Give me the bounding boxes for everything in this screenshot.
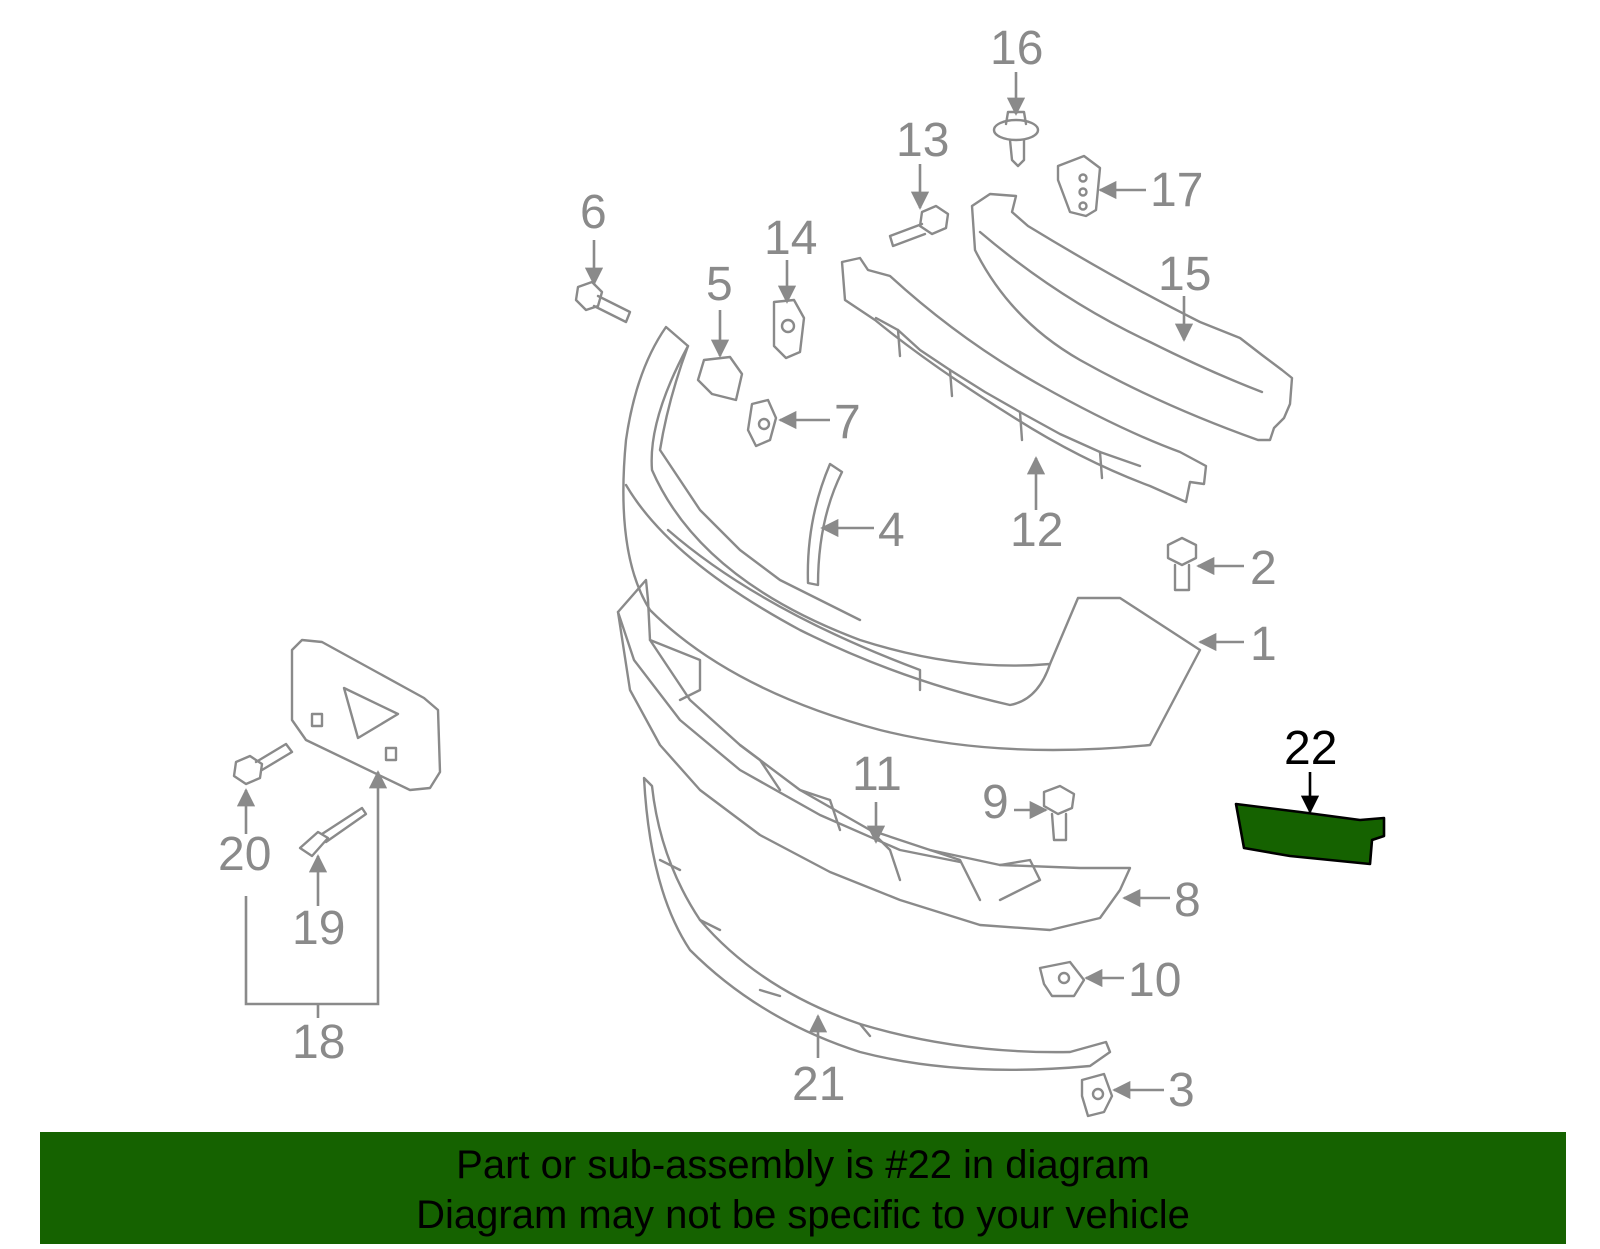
part-22-shape bbox=[1234, 802, 1386, 866]
callout-3: 3 bbox=[1168, 1064, 1195, 1117]
bolt-9 bbox=[1042, 784, 1076, 842]
callout-22: 22 bbox=[1284, 722, 1337, 775]
bolt-6 bbox=[574, 280, 632, 324]
callout-10: 10 bbox=[1128, 954, 1181, 1007]
bracket-17 bbox=[1056, 154, 1102, 218]
callout-19: 19 bbox=[292, 902, 345, 955]
banner-line-1: Part or sub-assembly is #22 in diagram bbox=[456, 1143, 1150, 1187]
push-clip-16 bbox=[992, 110, 1040, 168]
deflector-21 bbox=[642, 776, 1112, 1071]
bolt-13 bbox=[888, 204, 950, 248]
reinforcement-15 bbox=[970, 192, 1294, 442]
callout-12: 12 bbox=[1010, 504, 1063, 557]
bolt-2 bbox=[1166, 536, 1198, 592]
callout-14: 14 bbox=[764, 212, 817, 265]
info-banner: Part or sub-assembly is #22 in diagram D… bbox=[40, 1132, 1566, 1244]
clip-14 bbox=[772, 298, 806, 360]
bracket-4 bbox=[806, 462, 844, 587]
callout-21: 21 bbox=[792, 1058, 845, 1111]
clip-7 bbox=[746, 398, 778, 448]
clip-10 bbox=[1038, 960, 1086, 998]
bolt-20 bbox=[232, 742, 294, 786]
callout-5: 5 bbox=[706, 258, 733, 311]
callout-2: 2 bbox=[1250, 542, 1277, 595]
callout-17: 17 bbox=[1150, 164, 1203, 217]
highlighted-part-22 bbox=[1234, 802, 1386, 866]
callout-4: 4 bbox=[878, 504, 905, 557]
callout-18: 18 bbox=[292, 1016, 345, 1069]
absorber-11 bbox=[616, 610, 962, 864]
banner-line-2: Diagram may not be specific to your vehi… bbox=[416, 1193, 1190, 1237]
lower-grille-8 bbox=[616, 578, 1132, 932]
callout-7: 7 bbox=[834, 396, 861, 449]
callout-1: 1 bbox=[1250, 618, 1277, 671]
callout-9: 9 bbox=[982, 776, 1009, 829]
callout-8: 8 bbox=[1174, 874, 1201, 927]
callout-15: 15 bbox=[1158, 248, 1211, 301]
bracket-5 bbox=[696, 355, 744, 402]
callout-6: 6 bbox=[580, 186, 607, 239]
rivet-19 bbox=[298, 806, 368, 858]
leader-lines bbox=[236, 72, 1320, 1100]
license-bracket-18 bbox=[290, 638, 442, 792]
bumper-cover bbox=[622, 325, 1202, 752]
absorber-12 bbox=[840, 256, 1208, 504]
clip-3 bbox=[1080, 1072, 1114, 1118]
callout-20: 20 bbox=[218, 828, 271, 881]
callout-numbers: 1 2 3 4 5 6 7 8 9 10 11 12 13 14 15 16 1… bbox=[218, 22, 1337, 1117]
callout-16: 16 bbox=[990, 22, 1043, 75]
callout-11: 11 bbox=[852, 748, 902, 801]
callout-13: 13 bbox=[896, 114, 949, 167]
